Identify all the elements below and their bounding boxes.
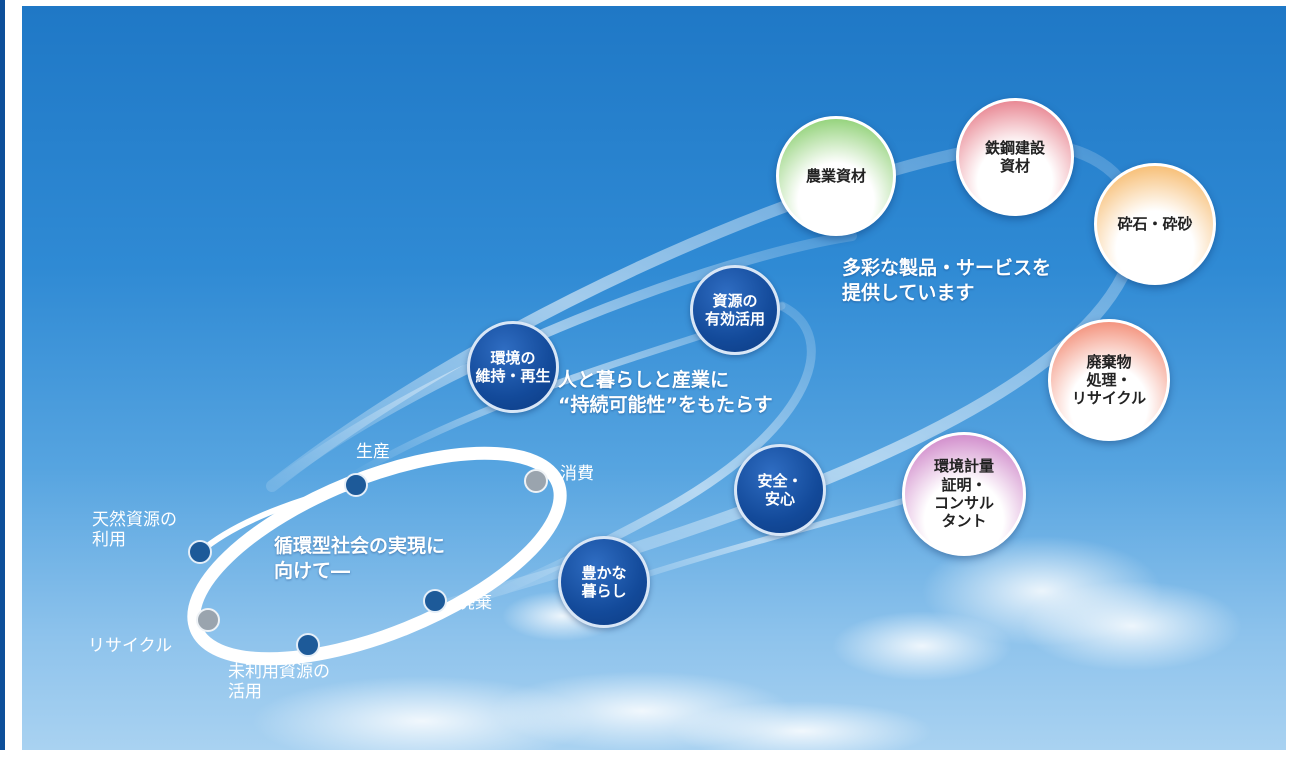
product-node-crushed-stone-label: 砕石・砕砂 xyxy=(1117,214,1193,233)
cycle-dot-disposal xyxy=(423,589,447,613)
value-node-rich-life-label: 豊かな 暮らし xyxy=(581,563,627,600)
clouds xyxy=(252,536,1242,750)
products-headline: 多彩な製品・サービスを 提供しています xyxy=(842,257,1052,304)
product-node-waste-recycling: 廃棄物 処理・ リサイクル xyxy=(1048,319,1170,441)
value-node-resources-label: 資源の 有効活用 xyxy=(704,291,765,328)
product-node-environmental-consulting: 環境計量 証明・ コンサル タント xyxy=(902,432,1026,556)
value-node-resources: 資源の 有効活用 xyxy=(690,265,780,355)
cycle-label-disposal: 廃棄 xyxy=(458,593,492,613)
cycle-label-production: 生産 xyxy=(356,442,390,462)
value-node-environment-label: 環境の 維持・再生 xyxy=(475,348,551,385)
values-headline: 人と暮らしと産業に “持続可能性”をもたらす xyxy=(558,369,773,416)
cycle-dot-unused-resources xyxy=(296,633,320,657)
product-node-agricultural: 農業資材 xyxy=(776,116,896,236)
cycle-label-natural-resources: 天然資源の 利用 xyxy=(92,510,177,550)
cycle-dot-consumption xyxy=(524,469,548,493)
value-node-rich-life: 豊かな 暮らし xyxy=(558,536,650,628)
cycle-dot-recycle xyxy=(196,608,220,632)
product-node-waste-recycling-label: 廃棄物 処理・ リサイクル xyxy=(1071,352,1147,408)
left-border xyxy=(0,0,5,757)
diagram-panel: 生産 消費 廃棄 未利用資源の 活用 リサイクル 天然資源の 利用 循環型社会の… xyxy=(22,6,1286,750)
product-node-agricultural-label: 農業資材 xyxy=(805,166,866,185)
value-node-safety-label: 安全・ 安心 xyxy=(757,471,803,508)
cycle-dot-natural-resources xyxy=(188,540,212,564)
cycle-center-text: 循環型社会の実現に 向けて― xyxy=(274,535,446,582)
product-node-environmental-consulting-label: 環境計量 証明・ コンサル タント xyxy=(933,457,994,531)
value-node-safety: 安全・ 安心 xyxy=(734,444,826,536)
bottom-border xyxy=(0,750,1298,757)
product-node-crushed-stone: 砕石・砕砂 xyxy=(1094,163,1216,285)
cycle-label-consumption: 消費 xyxy=(560,464,594,484)
product-node-steel-label: 鉄鋼建設 資材 xyxy=(984,138,1045,175)
cycle-label-unused-resources: 未利用資源の 活用 xyxy=(228,662,330,702)
cycle-dot-production xyxy=(344,473,368,497)
value-node-environment: 環境の 維持・再生 xyxy=(467,321,559,413)
product-node-steel: 鉄鋼建設 資材 xyxy=(956,98,1074,216)
cycle-label-recycle: リサイクル xyxy=(88,636,173,656)
